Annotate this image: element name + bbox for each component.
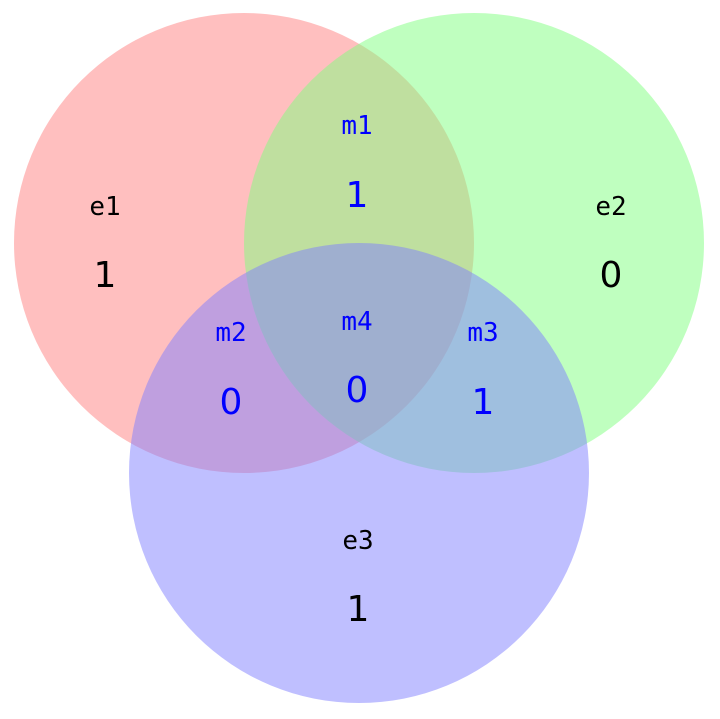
- region-m3-value: 1: [472, 382, 495, 423]
- region-e1-value: 1: [94, 255, 117, 296]
- region-m1-value: 1: [346, 175, 369, 216]
- region-m4-value: 0: [346, 370, 369, 411]
- region-m2-label: m2: [215, 318, 246, 348]
- region-e3-value: 1: [347, 589, 370, 630]
- region-m1-label: m1: [341, 111, 372, 141]
- region-m4-label: m4: [341, 307, 372, 337]
- region-e2-label: e2: [595, 192, 626, 222]
- region-m2-value: 0: [220, 382, 243, 423]
- region-m3-label: m3: [467, 318, 498, 348]
- region-e3-label: e3: [342, 526, 373, 556]
- region-e1-label: e1: [89, 192, 120, 222]
- circle-e3: [129, 243, 589, 703]
- region-e2-value: 0: [600, 255, 623, 296]
